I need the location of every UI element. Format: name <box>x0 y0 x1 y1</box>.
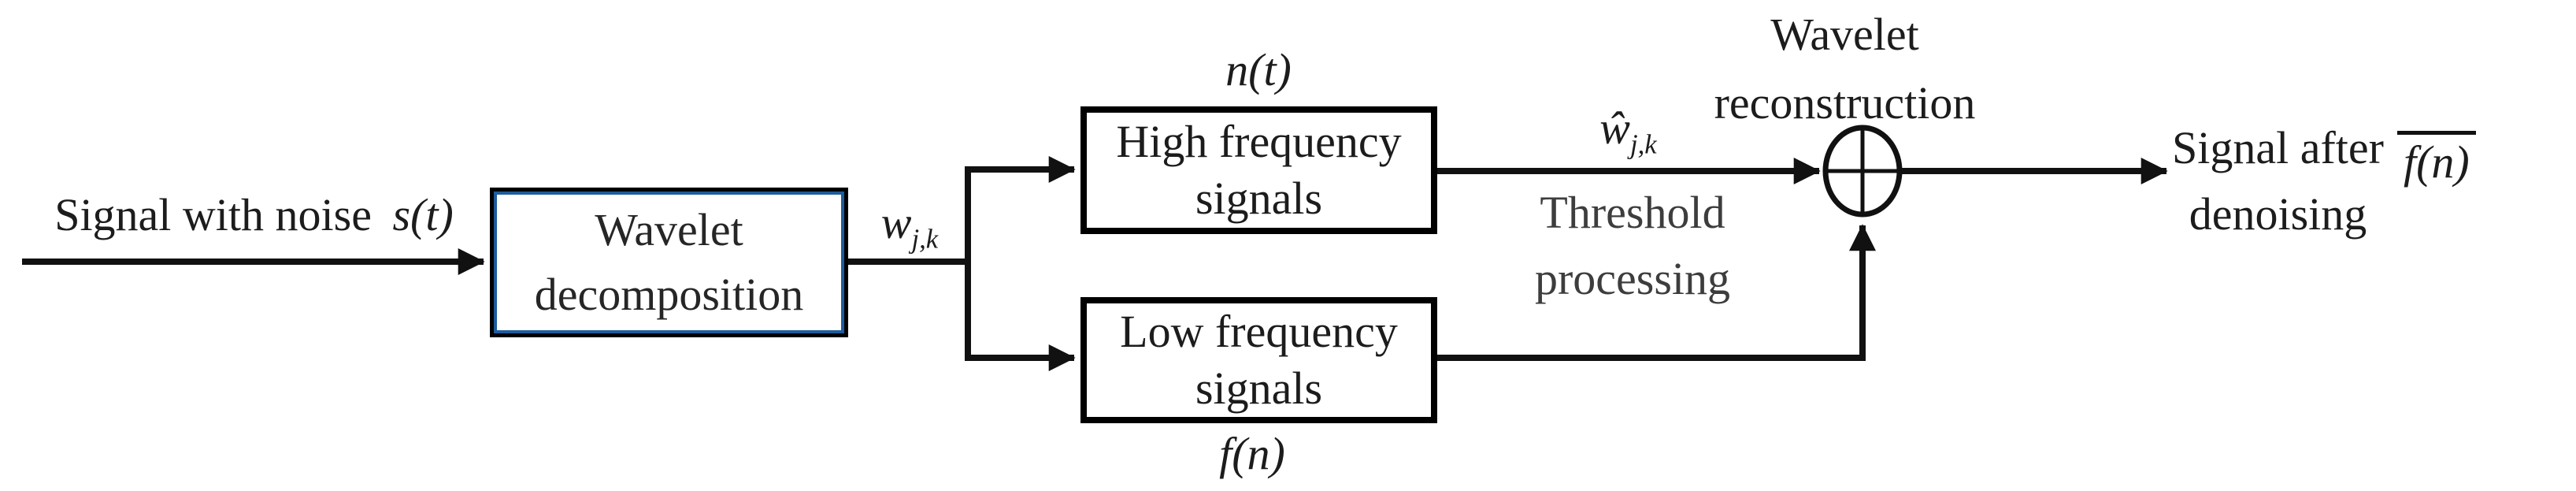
output-label-line2: denoising <box>2189 188 2367 240</box>
output-fn-math: f(n) <box>2404 136 2470 188</box>
wjk-hat-base: ŵ <box>1599 102 1630 154</box>
denoised-signal-math: f(n) <box>2397 131 2476 189</box>
wavelet-reconstruction-label: Wavelet reconstruction <box>1666 0 2024 137</box>
noise-component-label: n(t) <box>1140 44 1377 97</box>
wjk-hat-subscript: j,k <box>1629 128 1657 160</box>
high-freq-label-line2: signals <box>1195 173 1323 224</box>
threshold-line1: Threshold <box>1540 187 1725 238</box>
low-freq-label-line1: Low frequency <box>1120 305 1398 357</box>
wavelet-coefficients-label: wj,k <box>851 197 969 252</box>
decomp-label-line1: Wavelet <box>595 203 743 255</box>
threshold-processing-label: Threshold processing <box>1487 180 1778 312</box>
input-signal-label: Signal with noise s(t) <box>20 189 488 242</box>
decomp-label-line2: decomposition <box>534 269 804 320</box>
low-freq-label-line2: signals <box>1195 363 1323 414</box>
wjk-base: w <box>880 197 912 248</box>
input-signal-math: s(t) <box>392 189 454 240</box>
wjk-subscript: j,k <box>911 223 939 255</box>
recon-line2: reconstruction <box>1714 77 1976 128</box>
wavelet-decomposition-box: Wavelet decomposition <box>490 188 848 337</box>
input-signal-text: Signal with noise <box>54 189 372 240</box>
thresholded-coefficients-label: ŵj,k <box>1563 102 1693 158</box>
high-freq-label-line1: High frequency <box>1116 115 1402 167</box>
low-frequency-signals-box: Low frequency signals <box>1080 297 1437 423</box>
approximation-component-label: f(n) <box>1134 428 1370 481</box>
threshold-line2: processing <box>1534 253 1731 305</box>
output-label-line1: Signal after <box>2172 122 2384 173</box>
fn-math: f(n) <box>1219 428 1285 479</box>
recon-line1: Wavelet <box>1770 9 1919 60</box>
nt-math: n(t) <box>1225 44 1292 95</box>
output-signal-label: Signal after denoising <box>2158 115 2398 247</box>
high-frequency-signals-box: High frequency signals <box>1080 106 1437 234</box>
